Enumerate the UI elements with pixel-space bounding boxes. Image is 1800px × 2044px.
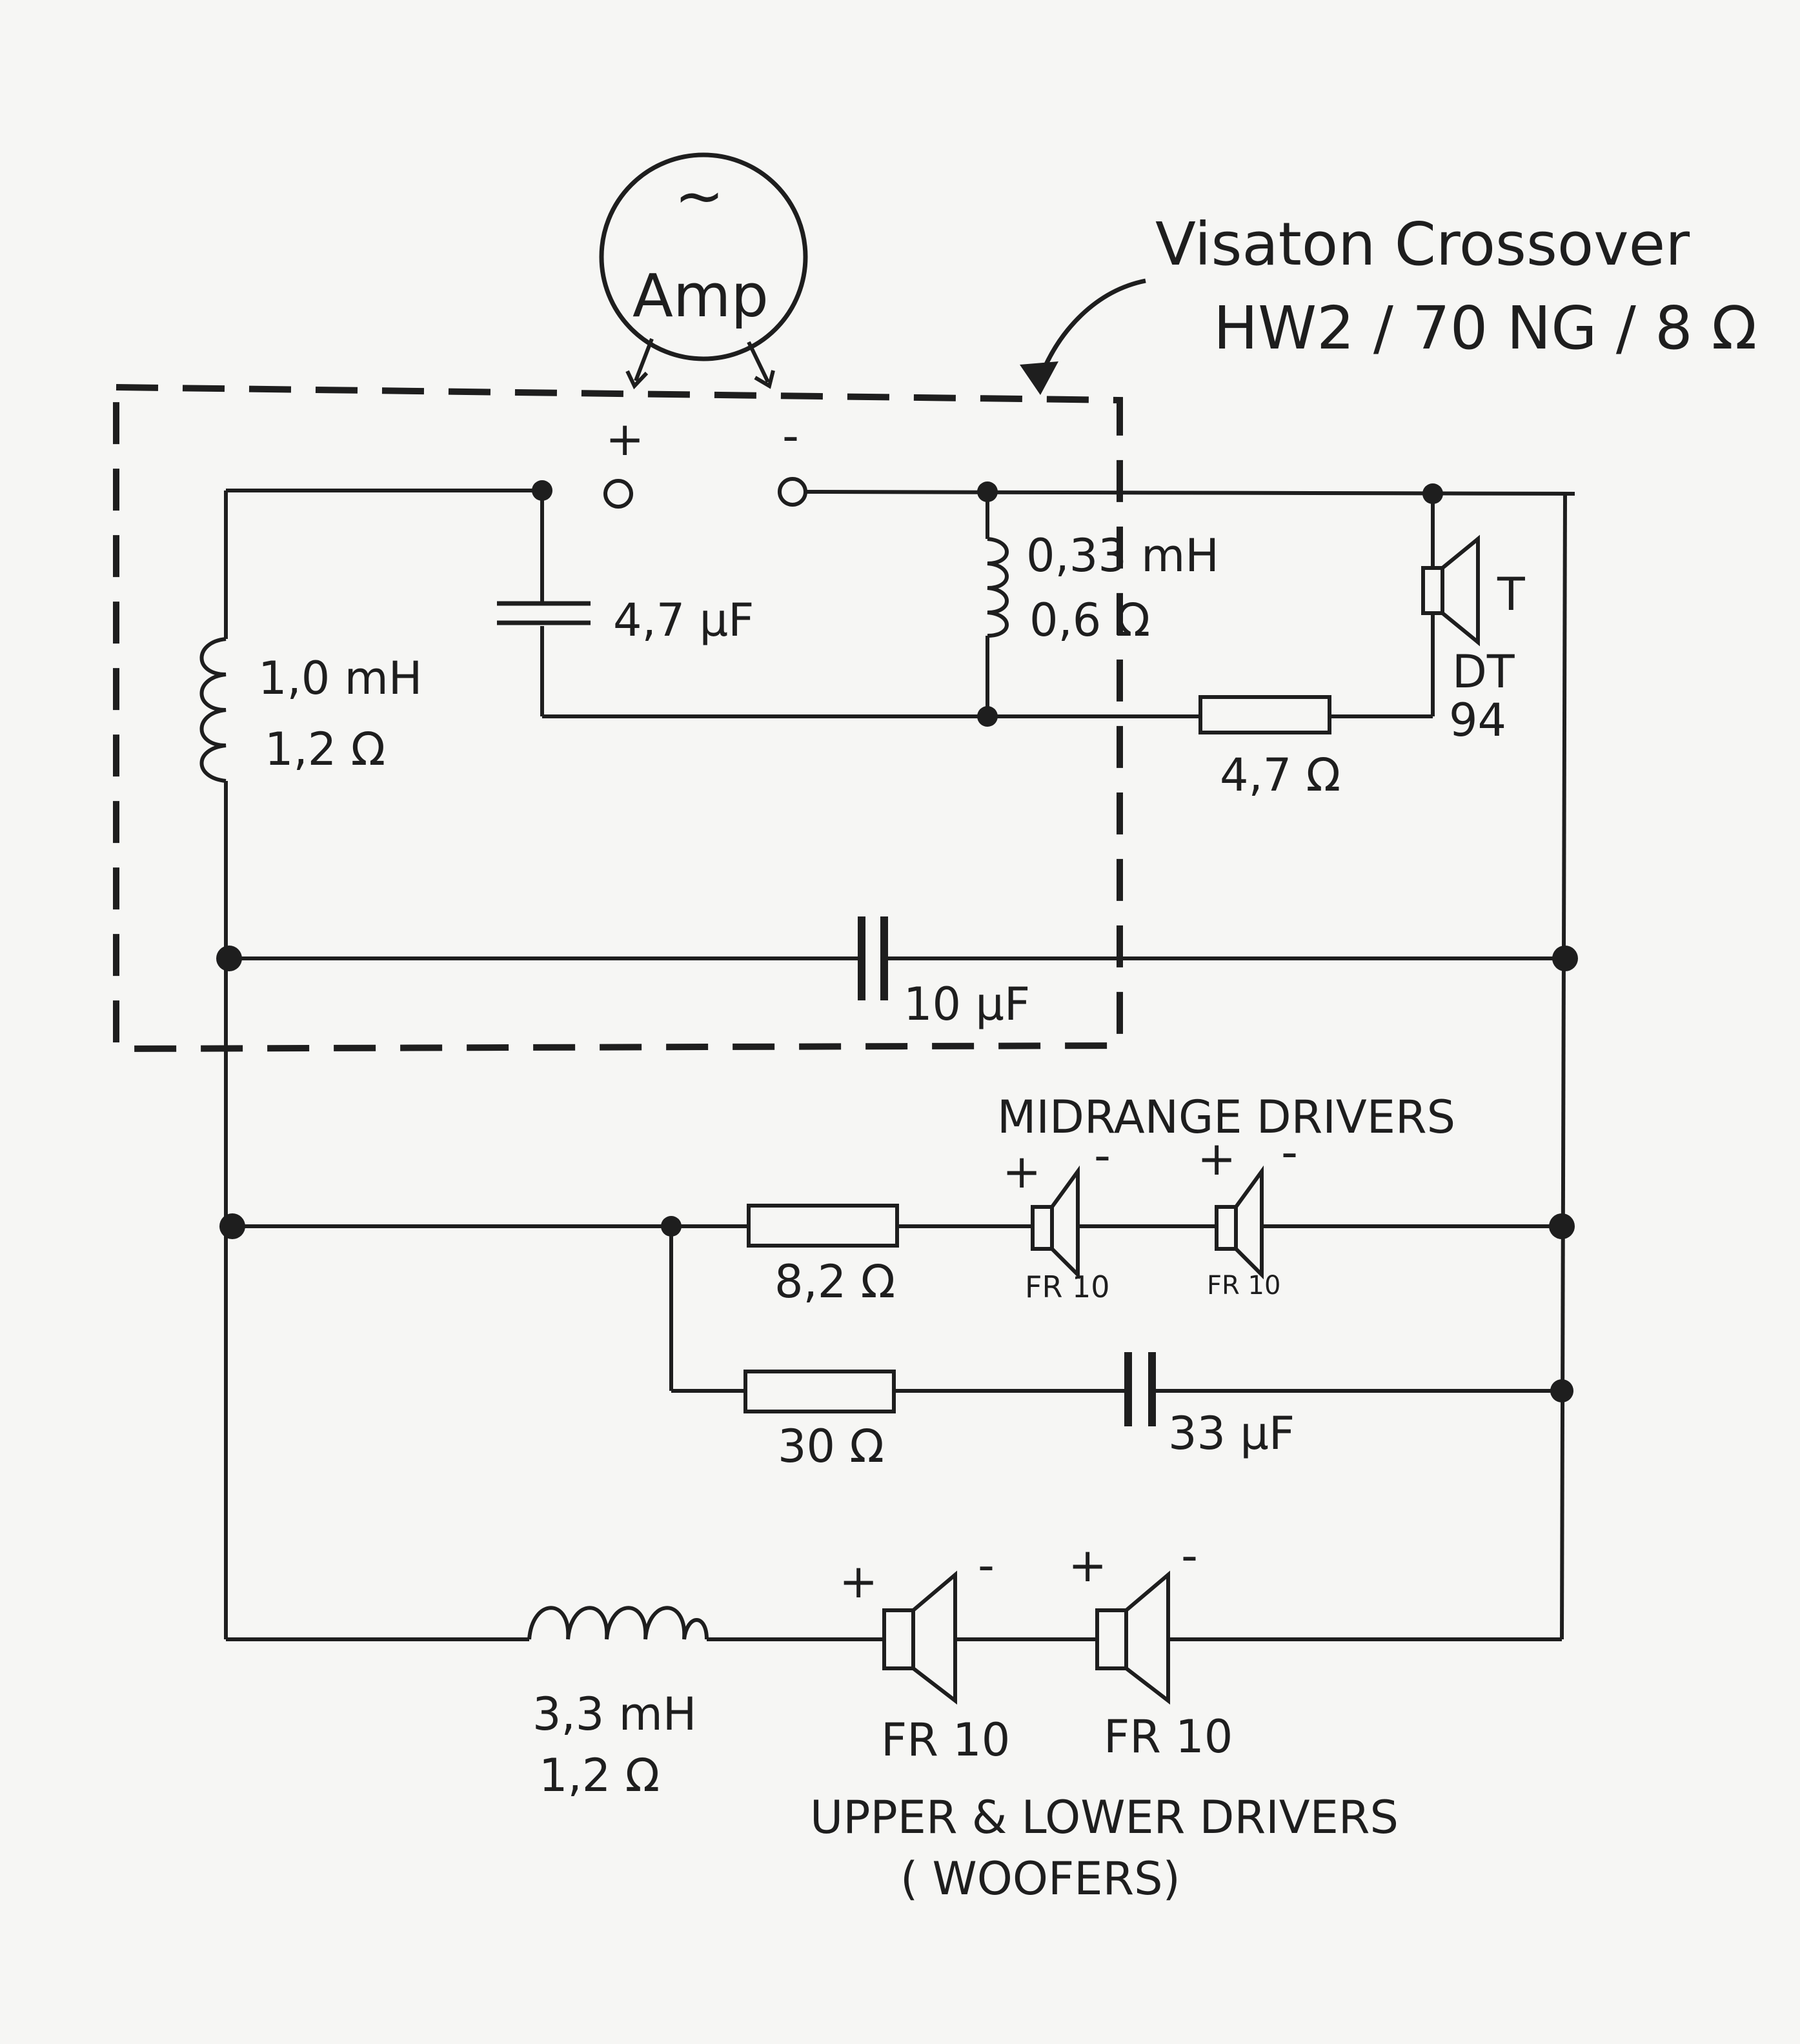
tweeter-tag: T xyxy=(1497,568,1525,621)
r2-value: 8,2 Ω xyxy=(774,1255,895,1308)
resistor-r2-icon xyxy=(747,1204,899,1248)
c1-value: 4,7 μF xyxy=(613,594,754,647)
l1-inductance: 1,0 mH xyxy=(258,652,422,705)
r1-value: 4,7 Ω xyxy=(1220,749,1340,802)
woofer-1-model: FR 10 xyxy=(881,1714,1010,1766)
midrange-2-plus: + xyxy=(1197,1131,1236,1186)
woofer-driver-1: + - FR 10 xyxy=(839,1538,1010,1766)
amp-label: Amp xyxy=(632,261,769,330)
capacitor-c1-icon xyxy=(497,601,591,625)
midrange-heading: MIDRANGE DRIVERS xyxy=(997,1091,1455,1144)
woofer-speaker-1-icon xyxy=(882,1570,957,1705)
midrange-driver-1: + - FR 10 xyxy=(1002,1128,1111,1304)
callout-arrow xyxy=(1037,278,1146,382)
c2-value: 10 μF xyxy=(904,978,1030,1031)
woofers-caption-line2: ( WOOFERS) xyxy=(900,1852,1180,1905)
midrange-speaker-2-icon xyxy=(1215,1165,1264,1280)
r3-value: 30 Ω xyxy=(778,1420,884,1473)
l2-inductance: 0,33 mH xyxy=(1026,529,1219,582)
woofer-1-minus: - xyxy=(978,1538,995,1592)
crossover-board-outline xyxy=(113,384,1123,1053)
midrange-speaker-1-icon xyxy=(1031,1165,1080,1280)
terminal-plus: + xyxy=(603,412,644,509)
midrange-2-minus: - xyxy=(1281,1125,1298,1179)
title-line1: Visaton Crossover xyxy=(1155,210,1690,279)
woofer-speaker-2-icon xyxy=(1095,1570,1170,1705)
l1-resistance: 1,2 Ω xyxy=(265,723,385,776)
c3-value: 33 μF xyxy=(1168,1407,1295,1460)
midrange-1-plus: + xyxy=(1002,1144,1041,1199)
woofer-1-plus: + xyxy=(839,1554,878,1608)
l2-resistance: 0,6 Ω xyxy=(1029,594,1150,647)
amp-wave-icon: ~ xyxy=(674,161,724,230)
capacitor-c3-icon xyxy=(1124,1352,1156,1426)
inductor-l1-icon xyxy=(199,637,227,783)
l3-resistance: 1,2 Ω xyxy=(539,1749,660,1802)
woofer-driver-2: + - FR 10 xyxy=(1068,1528,1233,1763)
tweeter-icon xyxy=(1421,534,1480,647)
woofers-caption-line1: UPPER & LOWER DRIVERS xyxy=(810,1791,1399,1844)
midrange-driver-2: + - FR 10 xyxy=(1197,1125,1298,1300)
tweeter-model-line2: 94 xyxy=(1449,694,1506,747)
midrange-1-model: FR 10 xyxy=(1025,1270,1110,1304)
resistor-r3-icon xyxy=(743,1370,896,1413)
junction-dots xyxy=(216,480,1578,1402)
circuit-wires xyxy=(224,489,1575,1641)
title-line2: HW2 / 70 NG / 8 Ω xyxy=(1213,294,1757,363)
woofer-2-plus: + xyxy=(1068,1538,1107,1592)
resistor-r1-icon xyxy=(1198,695,1331,734)
woofer-2-minus: - xyxy=(1181,1528,1198,1583)
midrange-1-minus: - xyxy=(1094,1128,1111,1182)
capacitor-c2-icon xyxy=(858,916,888,1000)
inductor-l3-icon xyxy=(527,1606,709,1640)
callout-arrowhead-icon xyxy=(1020,361,1058,395)
amp-symbol: ~ Amp xyxy=(599,152,808,390)
terminal-minus-sign: - xyxy=(782,409,799,463)
tweeter-model-line1: DT xyxy=(1452,645,1515,698)
terminal-minus: - xyxy=(778,409,807,507)
midrange-2-model: FR 10 xyxy=(1207,1271,1280,1300)
inductor-l2-icon xyxy=(987,537,1009,638)
terminal-plus-sign: + xyxy=(605,412,644,466)
woofer-2-model: FR 10 xyxy=(1104,1710,1233,1763)
l3-inductance: 3,3 mH xyxy=(532,1688,696,1741)
